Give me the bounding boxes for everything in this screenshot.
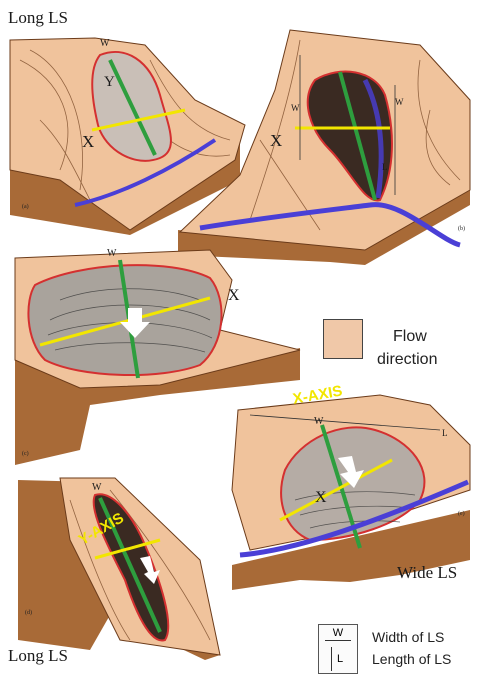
panel-d: (d) [18, 478, 220, 660]
axis-letter-x: X [270, 131, 282, 150]
axis-letter-x: X [315, 489, 327, 506]
flow-legend-line2: direction [377, 351, 437, 369]
axis-letter-w: W [107, 248, 117, 259]
panel-e-title: Wide LS [397, 563, 457, 583]
length-key: L [337, 653, 343, 665]
panel-a-title: Long LS [8, 8, 68, 28]
panel-b-marker: (b) [458, 225, 465, 232]
flow-legend-box [323, 319, 363, 359]
length-legend-text: Length of LS [372, 651, 451, 667]
axis-letter-w: W [100, 38, 110, 49]
flow-legend-line1: Flow [393, 328, 427, 346]
axis-letter-x: X [228, 287, 240, 304]
dimension-legend-box: W L [318, 624, 358, 674]
panel-e: (e) [232, 395, 470, 590]
panel-e-marker: (e) [458, 510, 465, 517]
panel-d-title: Long LS [8, 646, 68, 666]
axis-letter-l: L [382, 162, 388, 172]
axis-letter-l: L [442, 428, 448, 438]
axis-letter-y: Y [104, 74, 115, 90]
panel-d-marker: (d) [25, 609, 32, 616]
axis-letter-w: W [92, 482, 102, 493]
width-key: W [319, 627, 357, 639]
axis-letter-x: X [82, 132, 94, 151]
axis-letter-w: W [395, 97, 404, 107]
axis-letter-w: W [314, 416, 324, 427]
width-legend-text: Width of LS [372, 629, 444, 645]
panel-c-marker: (c) [22, 450, 29, 457]
axis-letter-w: W [291, 103, 300, 113]
panel-a-marker: (a) [22, 203, 29, 210]
